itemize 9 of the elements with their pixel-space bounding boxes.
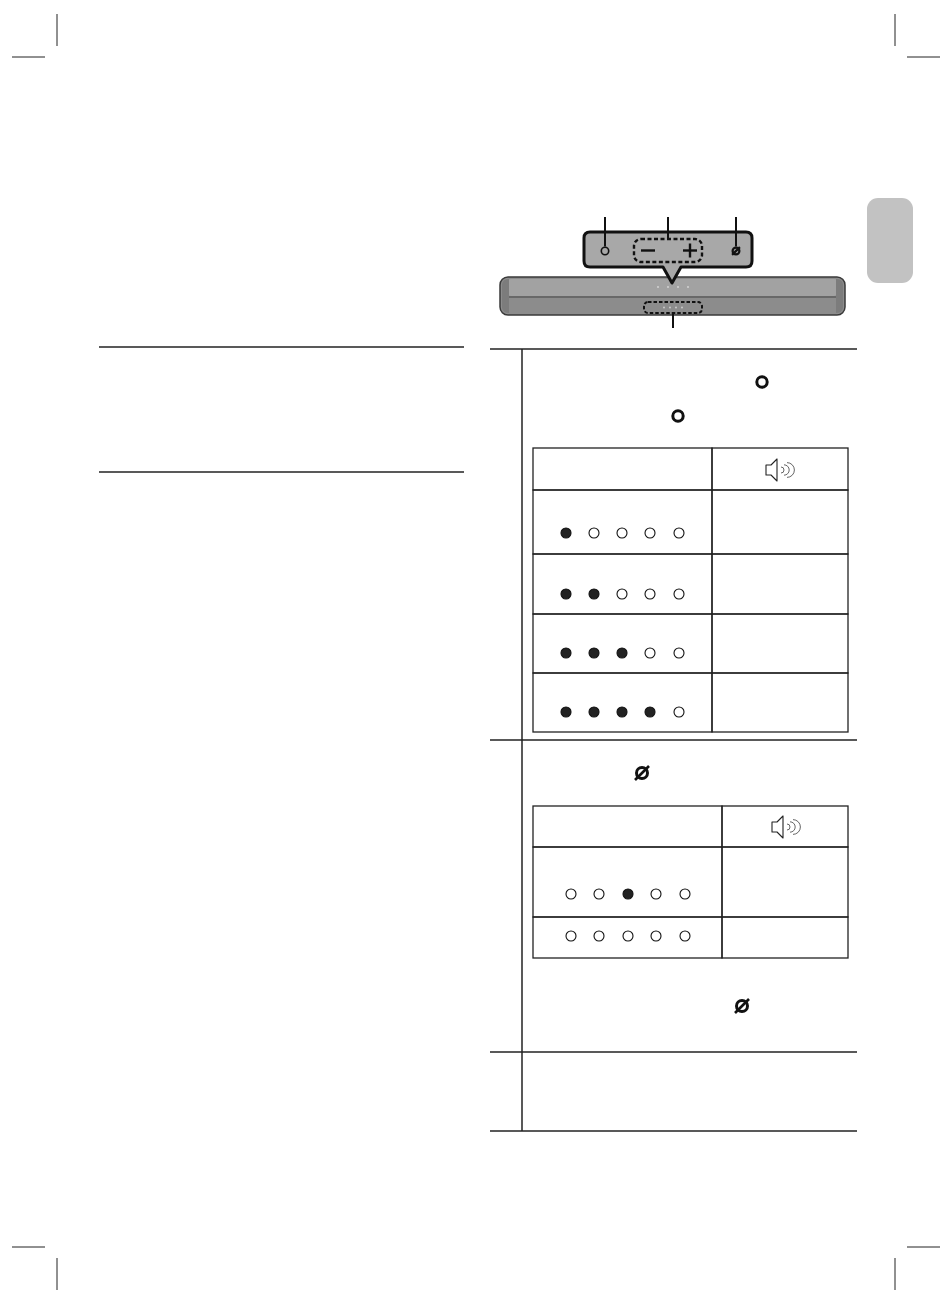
- leader-line: [667, 216, 669, 240]
- leader-line: [735, 216, 737, 248]
- side-tab: [867, 198, 913, 283]
- ring-icon: [600, 246, 610, 256]
- leader-line: [604, 216, 606, 248]
- slashed-circle-icon: [731, 246, 741, 256]
- leader-line: [672, 312, 674, 329]
- dashed-highlight-frame: [643, 301, 703, 314]
- dashed-highlight-frame: [632, 237, 704, 264]
